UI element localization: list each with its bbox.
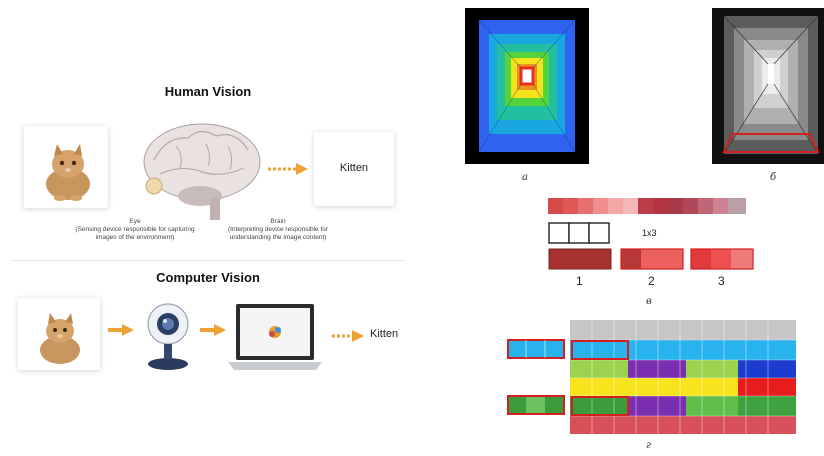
kernel-size-label: 1x3 <box>642 228 657 238</box>
figure-label-g: г <box>646 440 652 451</box>
arrow-to-output-icon <box>268 163 308 175</box>
eye-caption-title: Eye <box>129 218 141 225</box>
arrow-to-laptop-icon <box>200 324 226 336</box>
human-output-card: Kitten <box>314 132 394 206</box>
colored-grid-figure <box>507 320 796 434</box>
kitten-image <box>46 144 90 201</box>
brain-caption-text: (Interpreting device responsible for und… <box>227 226 329 241</box>
group-2-bar <box>620 248 684 270</box>
kitten-image <box>40 313 80 364</box>
brain-caption-title: Brain <box>270 218 286 225</box>
group-number-1: 1 <box>576 274 583 288</box>
section-divider <box>12 260 404 261</box>
red-gradient-strip <box>548 198 748 214</box>
human-vision-title: Human Vision <box>164 84 252 99</box>
eye-caption-text: (Sensing device responsible for capturin… <box>75 226 195 241</box>
computer-vision-title: Computer Vision <box>156 270 260 285</box>
kernel-1x3-box <box>548 222 610 244</box>
group-3-bar <box>690 248 754 270</box>
arrow-to-output-icon-computer <box>332 330 364 342</box>
brain-illustration <box>143 123 261 220</box>
eye-icon <box>145 177 163 195</box>
figure-label-b: б <box>770 172 777 183</box>
arrow-to-camera-icon <box>108 324 134 336</box>
eye-caption: Eye (Sensing device responsible for capt… <box>70 218 200 242</box>
kitten-photo-card <box>24 126 108 208</box>
kitten-photo-card-computer <box>18 298 100 370</box>
group-number-3: 3 <box>718 274 725 288</box>
group-number-2: 2 <box>648 274 655 288</box>
group-1-bar <box>548 248 612 270</box>
human-output-label: Kitten <box>339 162 369 174</box>
figure-label-v: в <box>646 296 652 307</box>
webcam-icon <box>147 303 189 370</box>
concentric-squares-figure <box>465 8 589 164</box>
laptop-icon <box>228 304 322 370</box>
brain-caption: Brain (Interpreting device responsible f… <box>208 218 348 242</box>
vision-comparison-panel: Human Vision Kitten <box>8 78 412 380</box>
grayscale-tunnel-figure <box>712 8 824 164</box>
figure-label-a: a <box>522 172 528 183</box>
computer-output-label: Kitten <box>370 328 399 340</box>
